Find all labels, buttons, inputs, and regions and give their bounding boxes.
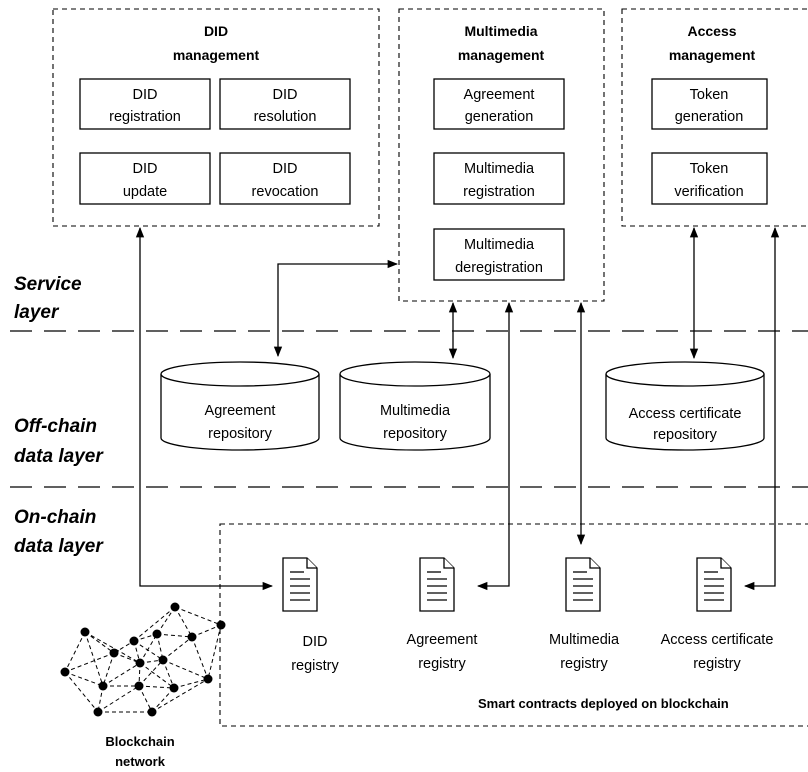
agreement-generation-box: Agreement generation — [433, 78, 565, 130]
svg-text:Agreement: Agreement — [464, 87, 535, 103]
arrow-access-to-registry — [743, 226, 780, 591]
multimedia-registration-box: Multimedia registration — [433, 152, 565, 205]
did-management-frame — [52, 8, 380, 227]
svg-text:Multimedia: Multimedia — [464, 161, 535, 177]
svg-text:Multimedia: Multimedia — [549, 632, 620, 648]
svg-text:registration: registration — [463, 184, 535, 200]
arrow-multimedia-to-agreement-registry — [476, 301, 514, 591]
service-layer-label-2: layer — [14, 302, 60, 323]
svg-text:update: update — [123, 184, 167, 200]
svg-text:revocation: revocation — [252, 184, 319, 200]
svg-text:DID: DID — [273, 87, 298, 103]
multimedia-management-title-2: management — [458, 47, 545, 63]
svg-text:generation: generation — [465, 109, 534, 125]
did-resolution-box: DID resolution — [219, 78, 351, 130]
agreement-registry: Agreement registry — [407, 557, 478, 672]
access-certificate-registry: Access certificate registry — [661, 557, 774, 672]
token-generation-box: Token generation — [651, 78, 768, 130]
svg-text:verification: verification — [674, 184, 743, 200]
did-registry: DID registry — [282, 557, 340, 674]
arrow-did-to-registry — [135, 226, 274, 591]
svg-text:Access certificate: Access certificate — [629, 406, 742, 422]
agreement-repository-cylinder: Agreement repository — [160, 361, 320, 451]
token-verification-box: Token verification — [651, 152, 768, 205]
onchain-layer-label-2: data layer — [14, 536, 104, 557]
svg-text:deregistration: deregistration — [455, 260, 543, 276]
svg-text:resolution: resolution — [254, 109, 317, 125]
svg-text:registry: registry — [291, 658, 339, 674]
svg-text:repository: repository — [208, 426, 272, 442]
svg-text:Agreement: Agreement — [205, 403, 276, 419]
access-certificate-repository-cylinder: Access certificate repository — [605, 361, 765, 451]
svg-text:Multimedia: Multimedia — [380, 403, 451, 419]
multimedia-registry: Multimedia registry — [549, 557, 620, 672]
document-icon — [282, 557, 318, 612]
did-update-box: DID update — [79, 152, 211, 205]
svg-text:registry: registry — [418, 656, 466, 672]
svg-text:Token: Token — [690, 161, 729, 177]
multimedia-management-group: Multimedia management Agreement generati… — [398, 8, 605, 302]
svg-text:registration: registration — [109, 109, 181, 125]
access-management-group: Access management Token generation Token… — [621, 8, 808, 227]
svg-text:registry: registry — [560, 656, 608, 672]
offchain-layer-label-1: Off-chain — [14, 416, 97, 437]
svg-text:repository: repository — [653, 427, 717, 443]
blockchain-network-label-2: network — [115, 754, 166, 769]
access-management-title-2: management — [669, 47, 756, 63]
svg-text:repository: repository — [383, 426, 447, 442]
access-management-frame — [621, 8, 808, 227]
did-management-group: DID management DID registration DID reso… — [52, 8, 380, 227]
access-management-title-1: Access — [687, 23, 736, 39]
multimedia-management-frame — [398, 8, 605, 302]
svg-text:registry: registry — [693, 656, 741, 672]
network-nodes — [60, 602, 226, 717]
multimedia-management-title-1: Multimedia — [464, 23, 537, 39]
onchain-layer-label-1: On-chain — [14, 507, 96, 528]
did-management-title-2: management — [173, 47, 260, 63]
svg-text:Token: Token — [690, 87, 729, 103]
offchain-layer-label-2: data layer — [14, 446, 104, 467]
svg-text:DID: DID — [133, 87, 158, 103]
did-management-title-1: DID — [204, 23, 228, 39]
blockchain-network-label-1: Blockchain — [105, 734, 174, 749]
svg-text:DID: DID — [303, 634, 328, 650]
multimedia-repository-cylinder: Multimedia repository — [339, 361, 491, 451]
network-links — [64, 606, 222, 713]
document-icon — [696, 557, 732, 612]
document-icon — [419, 557, 455, 612]
blockchain-network-icon — [60, 602, 226, 717]
svg-text:Agreement: Agreement — [407, 632, 478, 648]
svg-text:Access certificate: Access certificate — [661, 632, 774, 648]
did-revocation-box: DID revocation — [219, 152, 351, 205]
did-registration-box: DID registration — [79, 78, 211, 130]
arrow-multimedia-to-agreement-repo — [273, 259, 399, 358]
svg-text:generation: generation — [675, 109, 744, 125]
smart-contracts-label: Smart contracts deployed on blockchain — [478, 696, 729, 711]
svg-text:DID: DID — [273, 161, 298, 177]
document-icon — [565, 557, 601, 612]
svg-text:DID: DID — [133, 161, 158, 177]
svg-text:Multimedia: Multimedia — [464, 237, 535, 253]
multimedia-deregistration-box: Multimedia deregistration — [433, 228, 565, 281]
service-layer-label-1: Service — [14, 274, 82, 295]
